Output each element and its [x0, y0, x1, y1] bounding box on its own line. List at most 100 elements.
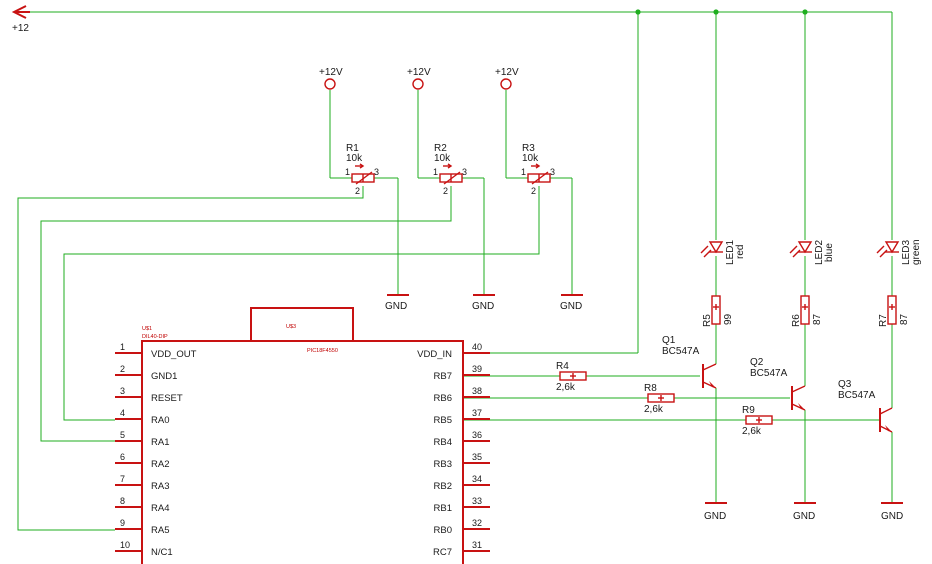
gnd-symbol: GND	[704, 502, 727, 522]
mcu-pin-name: RB6	[434, 393, 452, 404]
gnd-symbol: GND	[560, 294, 583, 312]
mcu-pin-number: 8	[120, 496, 125, 506]
pot-ref: R3	[522, 143, 535, 154]
pot-r3: +12V R3 10k 1 3 2	[495, 67, 555, 196]
led-ref: LED1	[725, 240, 736, 265]
mcu-pin-name: RA1	[151, 437, 169, 448]
mcu-right-pins: 40VDD_IN39RB738RB637RB536RB435RB334RB233…	[417, 342, 490, 558]
pot-ref: R2	[434, 143, 447, 154]
transistor-ref: Q2	[750, 357, 764, 368]
led-color-label: red	[735, 245, 746, 259]
resistor-r6: R6 87	[791, 295, 823, 327]
transistor-type: BC547A	[750, 368, 788, 379]
pot-supply-label: +12V	[319, 67, 343, 78]
mcu-pin-name: VDD_OUT	[151, 349, 197, 360]
pot-pin-1: 1	[345, 167, 350, 177]
mcu-socket: U$3	[286, 324, 296, 330]
svg-text:GND: GND	[793, 511, 815, 522]
led-color-label: blue	[824, 243, 835, 262]
mcu-ref: U$1	[142, 326, 152, 332]
mcu-package: DIL40-DIP	[142, 334, 168, 340]
pot-pin-3: 3	[374, 167, 379, 177]
mcu-pin-name: RA4	[151, 503, 169, 514]
mcu-pin-name: GND1	[151, 371, 177, 382]
led2: LED2 blue	[789, 240, 835, 265]
mcu-pin-name: RB0	[434, 525, 452, 536]
mcu-pin-number: 9	[120, 518, 125, 528]
transistor-ref: Q1	[662, 335, 676, 346]
mcu-pin-number: 6	[120, 452, 125, 462]
led1: LED1 red	[700, 240, 746, 265]
gnd-symbol: GND	[793, 502, 816, 522]
led-color-label: green	[911, 239, 922, 265]
mcu-pin-name: RB7	[434, 371, 452, 382]
resistor-ref: R9	[742, 405, 755, 416]
mcu-pin-number: 32	[472, 518, 482, 528]
mcu-part: PIC18F4550	[307, 348, 338, 354]
mcu-pin-name: RB2	[434, 481, 452, 492]
pot-supply-label: +12V	[495, 67, 519, 78]
mcu-pin-number: 35	[472, 452, 482, 462]
pot-pin-2: 2	[443, 186, 448, 196]
mcu-pin-number: 7	[120, 474, 125, 484]
resistor-r7: R7 87	[878, 295, 910, 327]
mcu-pin-name: RB3	[434, 459, 452, 470]
resistor-ref: R7	[878, 314, 889, 327]
resistor-ref: R6	[791, 314, 802, 327]
supply-terminal-icon	[412, 78, 424, 90]
mcu-pin-number: 3	[120, 386, 125, 396]
pot-supply-label: +12V	[407, 67, 431, 78]
resistor-value: 99	[723, 313, 734, 325]
resistor-ref: R8	[644, 383, 657, 394]
mcu-pin-name: RESET	[151, 393, 183, 404]
mcu-pin-name: N/C1	[151, 547, 173, 558]
pot-pin-2: 2	[355, 186, 360, 196]
junction-dot	[802, 9, 808, 15]
supply-terminal-icon	[324, 78, 336, 90]
resistor-value: 2,6k	[742, 426, 762, 437]
mcu-pin-number: 37	[472, 408, 482, 418]
mcu-pin-name: VDD_IN	[417, 349, 452, 360]
mcu-pin-number: 5	[120, 430, 125, 440]
transistor-q3: Q3 BC547A	[838, 379, 893, 433]
mcu-pin-number: 10	[120, 540, 130, 550]
mcu-pin-number: 31	[472, 540, 482, 550]
mcu-pin-number: 4	[120, 408, 125, 418]
resistor-value: 2,6k	[556, 382, 576, 393]
svg-text:GND: GND	[704, 511, 726, 522]
transistor-q1: Q1 BC547A	[662, 335, 717, 389]
mcu-pin-number: 40	[472, 342, 482, 352]
mcu-pin-number: 39	[472, 364, 482, 374]
mcu-pin-number: 33	[472, 496, 482, 506]
led-ref: LED3	[901, 240, 912, 265]
pot-ref: R1	[346, 143, 359, 154]
mcu-pin-number: 1	[120, 342, 125, 352]
mcu-pin-number: 36	[472, 430, 482, 440]
svg-text:GND: GND	[385, 301, 407, 312]
mcu-left-pins: 1VDD_OUT2GND13RESET4RA05RA16RA27RA38RA49…	[115, 342, 197, 558]
led3: LED3 green	[876, 239, 922, 265]
mcu-pin-number: 38	[472, 386, 482, 396]
pot-r1: +12V R1 10k 1 3 2	[319, 67, 379, 196]
supply-arrow-icon	[11, 5, 30, 19]
mcu-pin-name: RB4	[434, 437, 452, 448]
pot-value: 10k	[522, 153, 539, 164]
resistor-r4: R4 2,6k	[556, 361, 587, 393]
transistor-ref: Q3	[838, 379, 852, 390]
gnd-symbol: GND	[472, 294, 495, 312]
mcu-pin-name: RA5	[151, 525, 169, 536]
mcu-pin-name: RA0	[151, 415, 169, 426]
